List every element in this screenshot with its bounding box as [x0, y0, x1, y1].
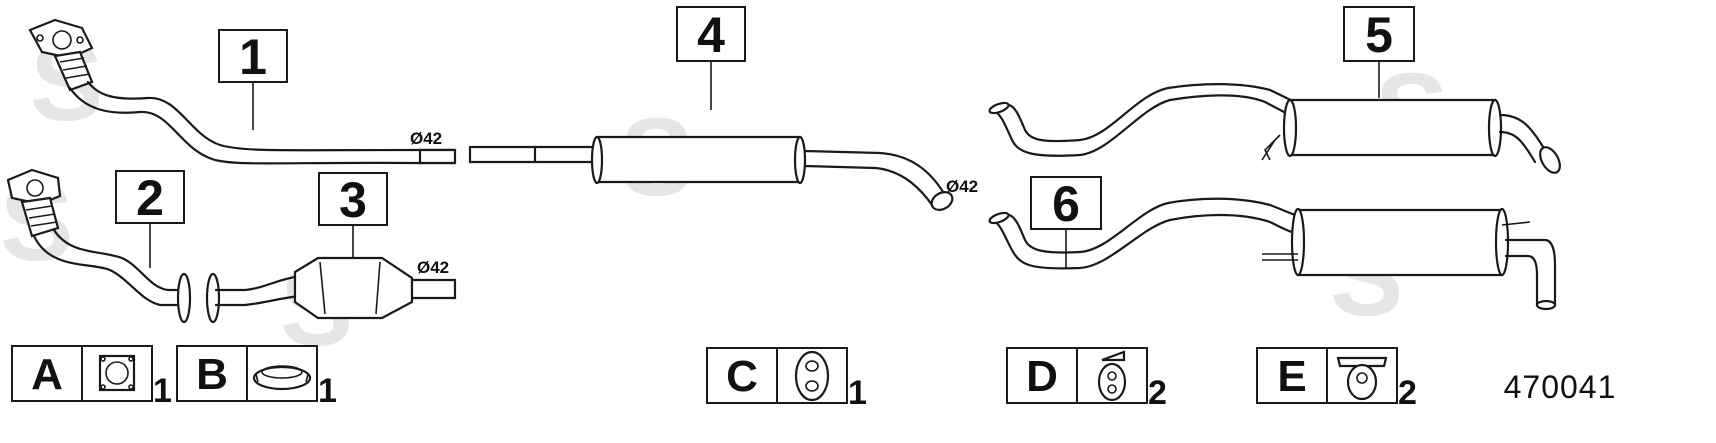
diameter-label-part3: Ø42 [417, 258, 449, 277]
accessory-e: E 2 [1256, 347, 1417, 412]
part-2-front-pipe [6, 168, 192, 324]
diameter-labels: Ø42 Ø42 Ø42 [410, 129, 978, 277]
callout-4: 4 [676, 6, 746, 110]
accessory-letter-a: A [31, 350, 63, 399]
gasket-square-icon [98, 354, 136, 392]
accessory-letter-c: C [726, 352, 758, 401]
accessory-letter-e: E [1277, 352, 1306, 401]
diameter-label-part1: Ø42 [410, 129, 442, 148]
part-number-2: 2 [136, 170, 164, 226]
diameter-label-part4: Ø42 [946, 177, 978, 196]
accessory-quantity-b: 1 [318, 372, 337, 410]
callout-5: 5 [1343, 6, 1415, 98]
accessory-b: B 1 [176, 345, 337, 410]
accessory-c: C 1 [706, 347, 867, 412]
accessory-legend: A 1 B 1 C [11, 345, 1417, 412]
hanger-bracket-icon [1097, 350, 1127, 402]
part-callouts: 1 2 3 4 5 6 [115, 6, 1415, 268]
accessory-quantity-c: 1 [848, 374, 867, 412]
callout-3: 3 [318, 172, 388, 258]
accessory-letter-d: D [1026, 352, 1058, 401]
accessory-letter-b: B [196, 350, 228, 399]
hanger-clamp-icon [1336, 356, 1388, 401]
accessory-quantity-a: 1 [153, 372, 172, 410]
part-number-3: 3 [339, 172, 367, 228]
part-5-rear-silencer [988, 83, 1561, 174]
part-1-front-pipe [28, 18, 457, 165]
accessory-d: D 2 [1006, 347, 1167, 412]
part-number-5: 5 [1365, 7, 1393, 63]
accessory-a: A 1 [11, 345, 172, 410]
accessory-quantity-e: 2 [1398, 374, 1417, 412]
callout-2: 2 [115, 170, 185, 268]
callout-1: 1 [218, 29, 288, 130]
callout-6: 6 [1030, 176, 1102, 268]
rubber-hanger-icon [794, 350, 830, 402]
part-number-1: 1 [239, 29, 267, 85]
accessory-quantity-d: 2 [1148, 374, 1167, 412]
part-3-catalytic-converter [205, 256, 457, 324]
part-6-rear-silencer [988, 197, 1557, 311]
part-number-4: 4 [697, 7, 725, 63]
part-number-6: 6 [1052, 176, 1080, 232]
diagram-code: 470041 [1504, 369, 1617, 405]
sealing-ring-icon [252, 365, 312, 391]
part-4-centre-silencer [468, 135, 954, 211]
